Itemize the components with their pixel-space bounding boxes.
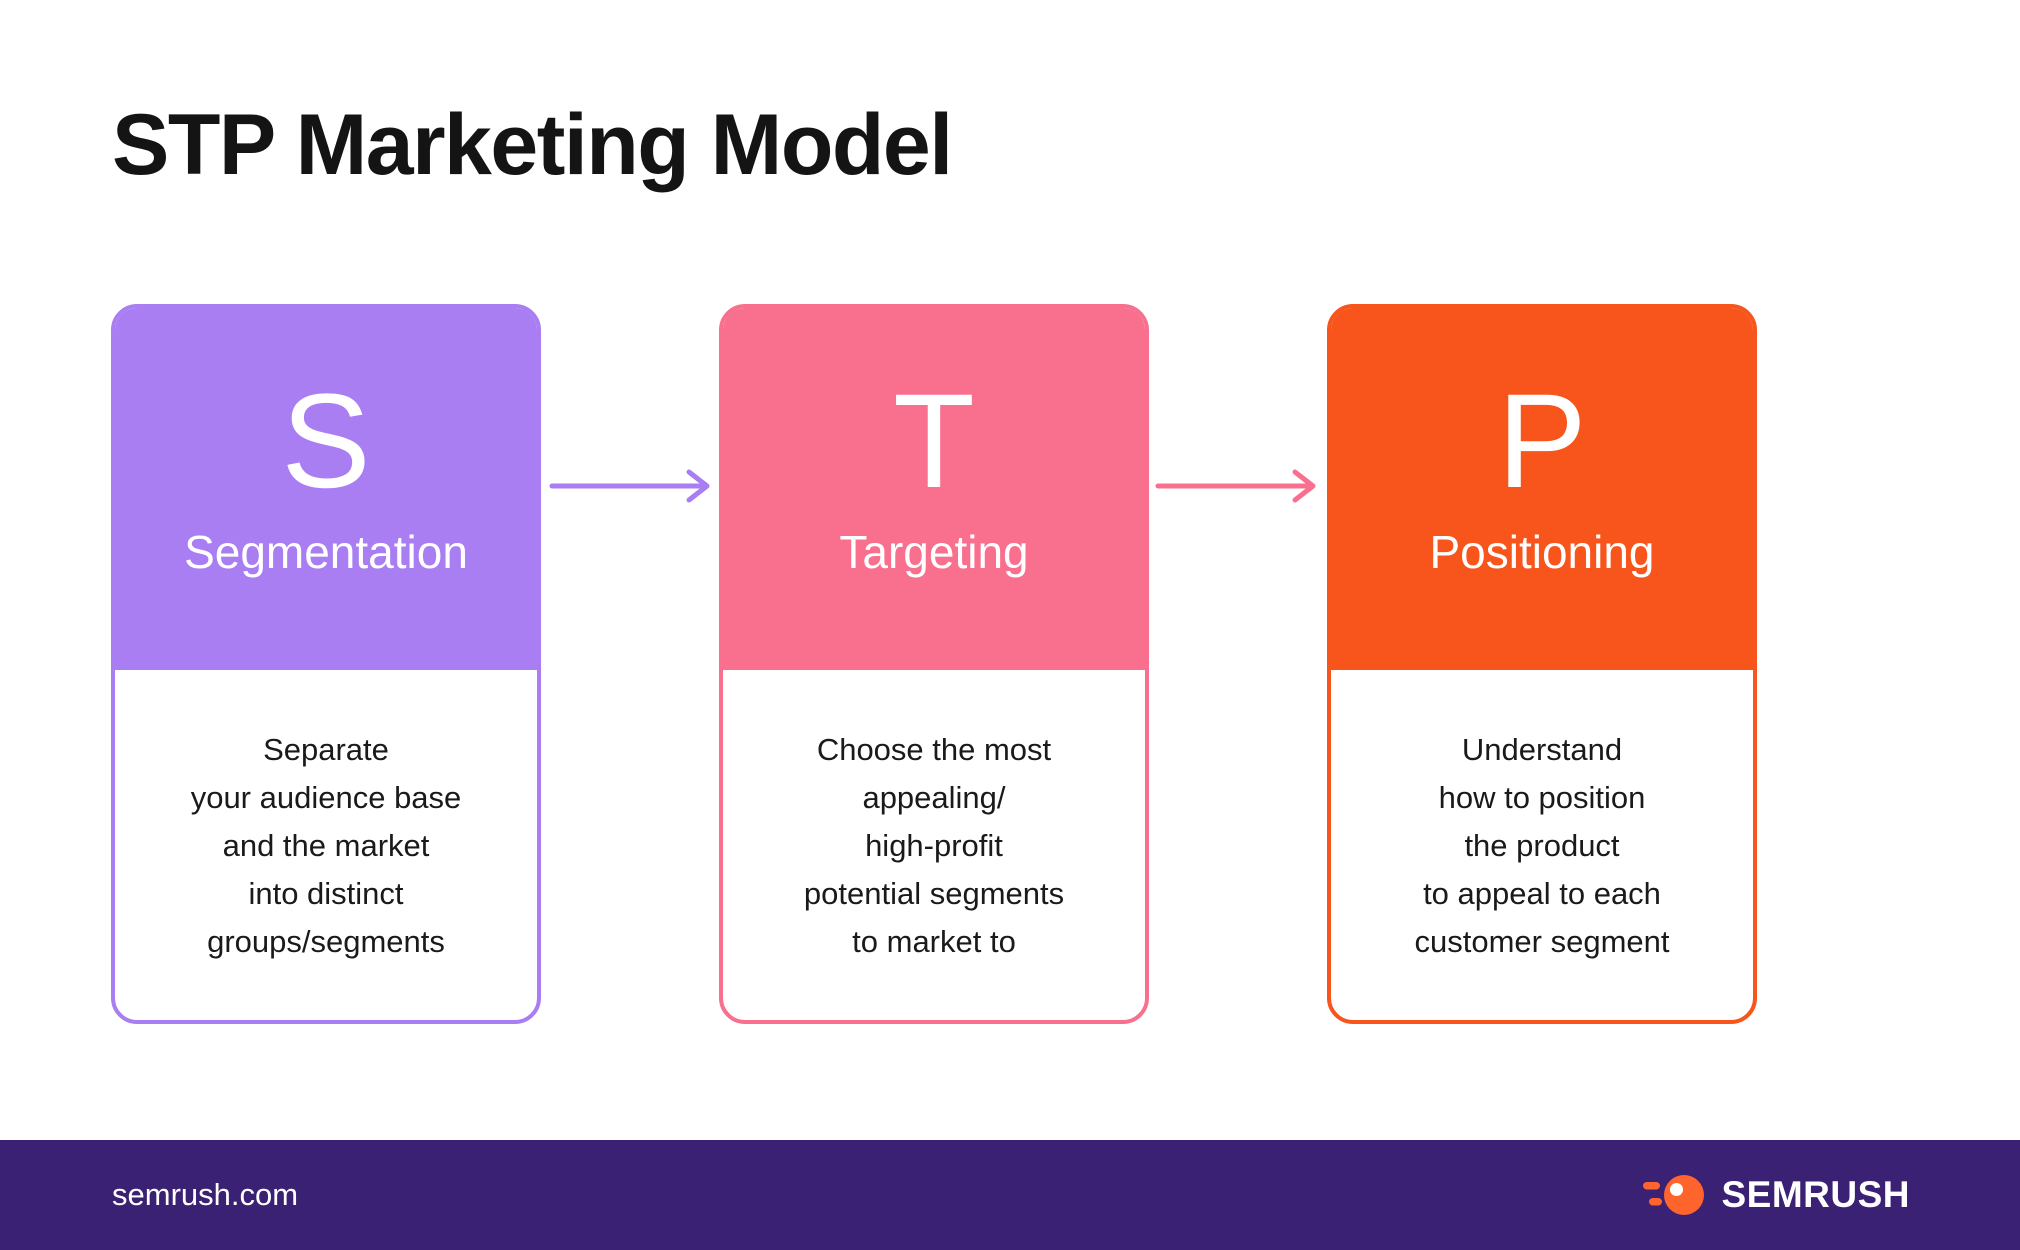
card-label: Segmentation [184, 526, 468, 578]
card-segmentation: S Segmentation Separate your audience ba… [111, 304, 541, 1024]
card-header: S Segmentation [115, 308, 537, 670]
semrush-logo: SEMRUSH [1643, 1172, 1910, 1218]
card-positioning: P Positioning Understand how to position… [1327, 304, 1757, 1024]
footer-site-text: semrush.com [112, 1177, 299, 1212]
card-description: Choose the most appealing/ high-profit p… [803, 732, 1065, 960]
card-header: P Positioning [1331, 308, 1753, 670]
card-description: Separate your audience base and the mark… [190, 732, 462, 960]
card-letter: P [1497, 367, 1587, 516]
footer-bar: semrush.com SEMRUSH [0, 1140, 2020, 1250]
arrow-right-icon [549, 468, 715, 504]
semrush-flame-icon [1643, 1172, 1705, 1218]
card-label: Targeting [839, 526, 1029, 578]
arrow-right-icon [1155, 468, 1321, 504]
page-title: STP Marketing Model [112, 97, 953, 193]
semrush-logo-text: SEMRUSH [1721, 1174, 1910, 1215]
card-header: T Targeting [723, 308, 1145, 670]
card-targeting: T Targeting Choose the most appealing/ h… [719, 304, 1149, 1024]
card-description: Understand how to position the product t… [1414, 732, 1670, 960]
card-body: Understand how to position the product t… [1331, 670, 1753, 966]
card-body: Separate your audience base and the mark… [115, 670, 537, 966]
card-letter: T [893, 367, 975, 516]
card-body: Choose the most appealing/ high-profit p… [723, 670, 1145, 966]
card-letter: S [281, 367, 371, 516]
card-label: Positioning [1429, 526, 1655, 578]
